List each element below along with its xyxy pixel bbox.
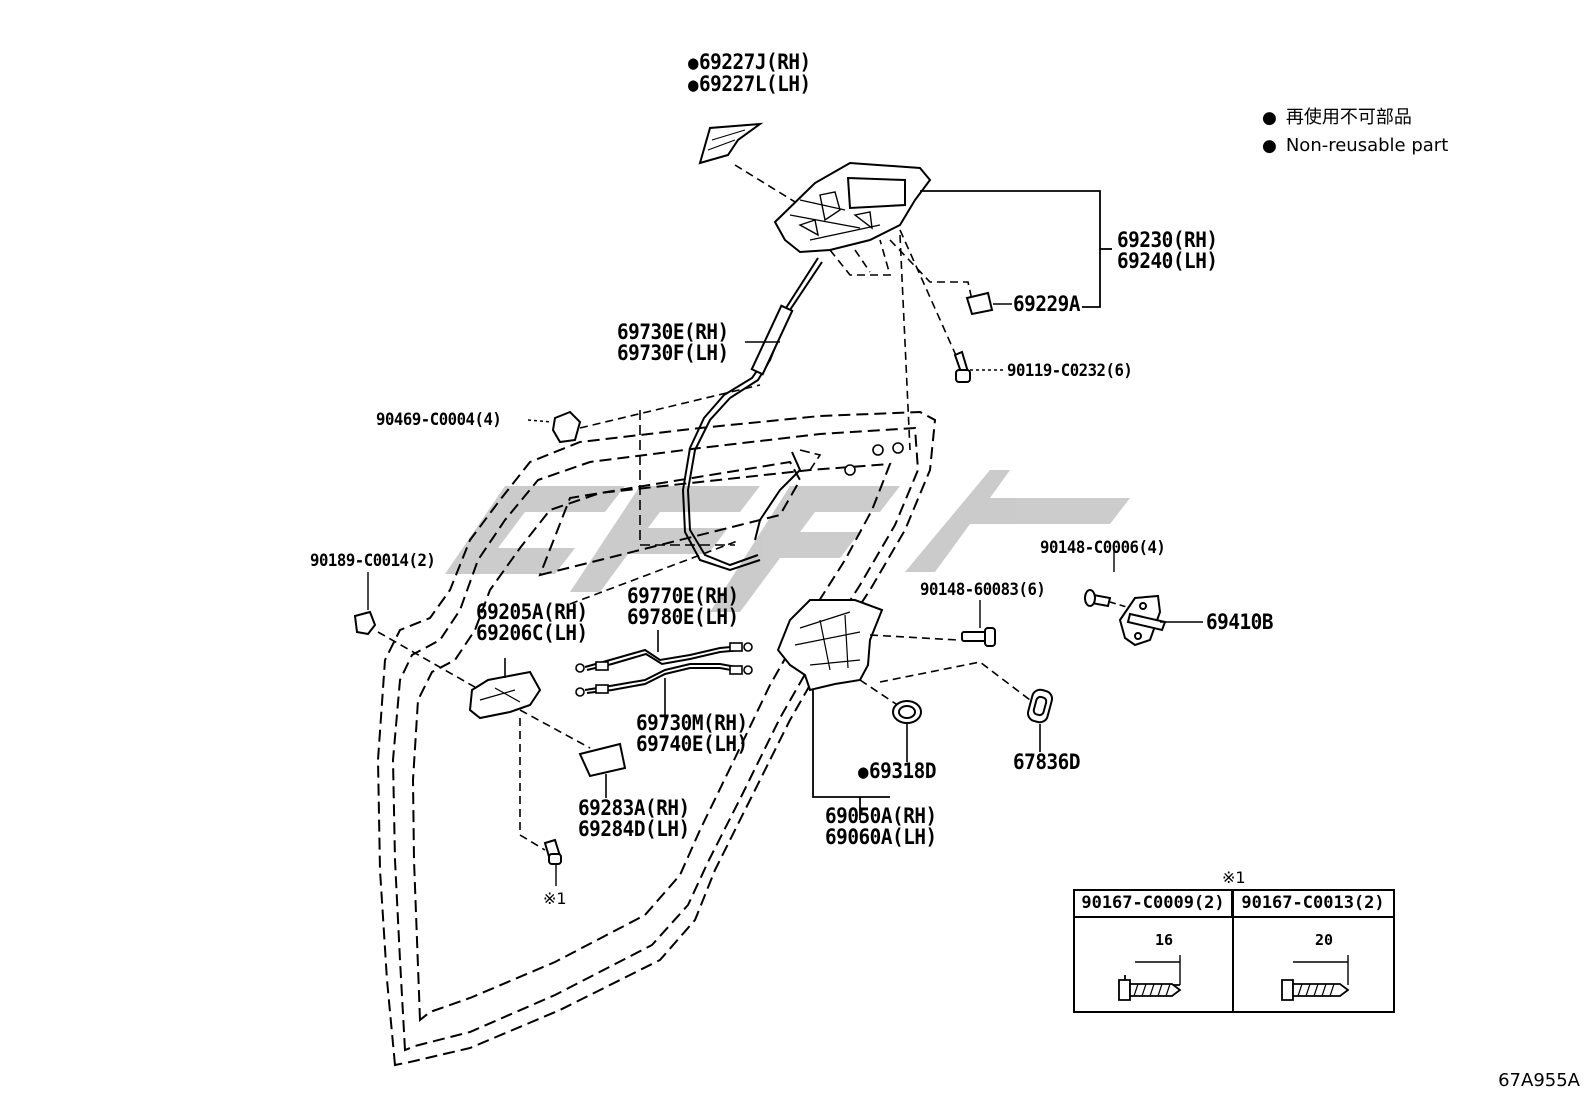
bolt-20-icon	[1281, 955, 1350, 1001]
screw-note1	[543, 838, 562, 865]
non-reusable-dot-icon: ●	[1262, 108, 1277, 128]
cables-69770E	[584, 645, 743, 694]
label-69730M: 69730M(RH) 69740E(LH)	[636, 713, 748, 755]
label-69284D-lh: 69284D(LH)	[578, 817, 690, 841]
label-69227-lh: 69227L(LH)	[698, 72, 811, 96]
pad-67836D	[1026, 688, 1054, 724]
label-69230-rh: 69230(RH)	[1117, 228, 1218, 252]
seal-69318D	[892, 700, 922, 724]
non-reusable-dot-icon: ●	[1262, 136, 1277, 156]
label-69410B: 69410B	[1206, 610, 1274, 634]
leader-lock-screw	[869, 634, 959, 641]
bracket-69050A	[812, 690, 890, 798]
leader-90469-a	[527, 419, 553, 423]
leader-lock-pad	[879, 661, 1031, 701]
label-69730E: 69730E(RH) 69730F(LH)	[617, 322, 729, 364]
striker-69410B	[1118, 594, 1167, 647]
screw-90148-60083	[961, 627, 996, 647]
label-69780E-lh: 69780E(LH)	[627, 605, 739, 629]
label-67836D: 67836D	[1013, 750, 1081, 774]
label-69730M-rh: 69730M(RH)	[636, 711, 748, 735]
legend-item-en: ● Non-reusable part	[1262, 132, 1448, 160]
label-69205A: 69205A(RH) 69206C(LH)	[476, 602, 588, 644]
label-note1-screw: ※1	[543, 889, 567, 908]
bolt-length-16: 16	[1155, 931, 1174, 949]
label-69229A: 69229A	[1013, 292, 1081, 316]
label-69770E-rh: 69770E(RH)	[627, 584, 739, 608]
legend-item-jp: ● 再使用不可部品	[1262, 104, 1448, 132]
clip-90189	[353, 610, 377, 636]
bolt-table-divider	[1232, 891, 1234, 1011]
label-69770E: 69770E(RH) 69780E(LH)	[627, 586, 739, 628]
bolt-table-header-2: 90167-C0013(2)	[1233, 891, 1393, 918]
label-69205A-rh: 69205A(RH)	[476, 600, 588, 624]
bolt-table-header-1: 90167-C0009(2)	[1075, 891, 1233, 918]
leader-handle-screw	[519, 718, 546, 851]
leader-screw-striker	[1109, 601, 1131, 609]
label-69283A-rh: 69283A(RH)	[578, 796, 690, 820]
label-69227: ●69227J(RH) ●69227L(LH)	[688, 52, 811, 96]
lock-leaders	[829, 229, 973, 451]
bolt-16-icon	[1118, 955, 1182, 1001]
label-69206C-lh: 69206C(LH)	[476, 621, 588, 645]
label-69050A-rh: 69050A(RH)	[825, 804, 937, 828]
window-channel	[639, 410, 822, 546]
label-69318D-text: 69318D	[868, 759, 937, 783]
non-reusable-dot-icon: ●	[688, 74, 699, 96]
leader-door-to-label	[569, 539, 741, 605]
label-69730F-lh: 69730F(LH)	[617, 341, 729, 365]
screw-90148-C0006	[1084, 589, 1112, 608]
legend-text-jp: 再使用不可部品	[1285, 107, 1412, 128]
label-90469: 90469-C0004(4)	[376, 410, 502, 430]
clip-90469	[551, 410, 582, 444]
label-69060A-lh: 69060A(LH)	[825, 825, 937, 849]
cable-ends	[575, 642, 753, 697]
leader-handle-cover	[519, 709, 591, 749]
bolt-length-20: 20	[1315, 931, 1334, 949]
figure-id: 67A955A	[1498, 1070, 1580, 1091]
leader-90189-b	[377, 631, 481, 691]
part-69229A	[965, 291, 994, 316]
bolt-table-title: ※1	[1222, 868, 1246, 887]
non-reusable-dot-icon: ●	[688, 52, 699, 74]
bolt-table: 90167-C0009(2) 90167-C0013(2) 16 20	[1073, 889, 1395, 1013]
label-69318D: ●69318D	[858, 761, 936, 783]
label-90148-60083: 90148-60083(6)	[920, 580, 1046, 600]
label-90189: 90189-C0014(2)	[310, 551, 436, 571]
screw-90119	[953, 350, 971, 383]
leader-90469-b	[579, 384, 761, 429]
cable-sleeve	[750, 304, 794, 376]
label-69283A: 69283A(RH) 69284D(LH)	[578, 798, 690, 840]
bracket-69230	[920, 190, 1101, 308]
non-reusable-dot-icon: ●	[858, 761, 869, 783]
inside-handle	[468, 670, 542, 720]
legend: ● 再使用不可部品 ● Non-reusable part	[1262, 104, 1448, 160]
legend-text-en: Non-reusable part	[1285, 135, 1449, 156]
leader-69227	[734, 164, 801, 206]
label-90119: 90119-C0232(6)	[1007, 361, 1133, 381]
label-69740E-lh: 69740E(LH)	[636, 732, 748, 756]
watermark-logo	[445, 470, 1130, 612]
cover-69227	[698, 122, 764, 165]
door-holes	[844, 442, 904, 476]
label-69050A: 69050A(RH) 69060A(LH)	[825, 806, 937, 848]
door-lock-assembly	[776, 599, 884, 692]
label-90148-C0006: 90148-C0006(4)	[1040, 538, 1166, 558]
upper-lock-assembly	[773, 161, 932, 254]
cover-69283A	[578, 742, 627, 778]
label-69227-rh: 69227J(RH)	[698, 50, 811, 74]
label-69230: 69230(RH) 69240(LH)	[1117, 230, 1218, 272]
label-69240-lh: 69240(LH)	[1117, 249, 1218, 273]
label-69730E-rh: 69730E(RH)	[617, 320, 729, 344]
